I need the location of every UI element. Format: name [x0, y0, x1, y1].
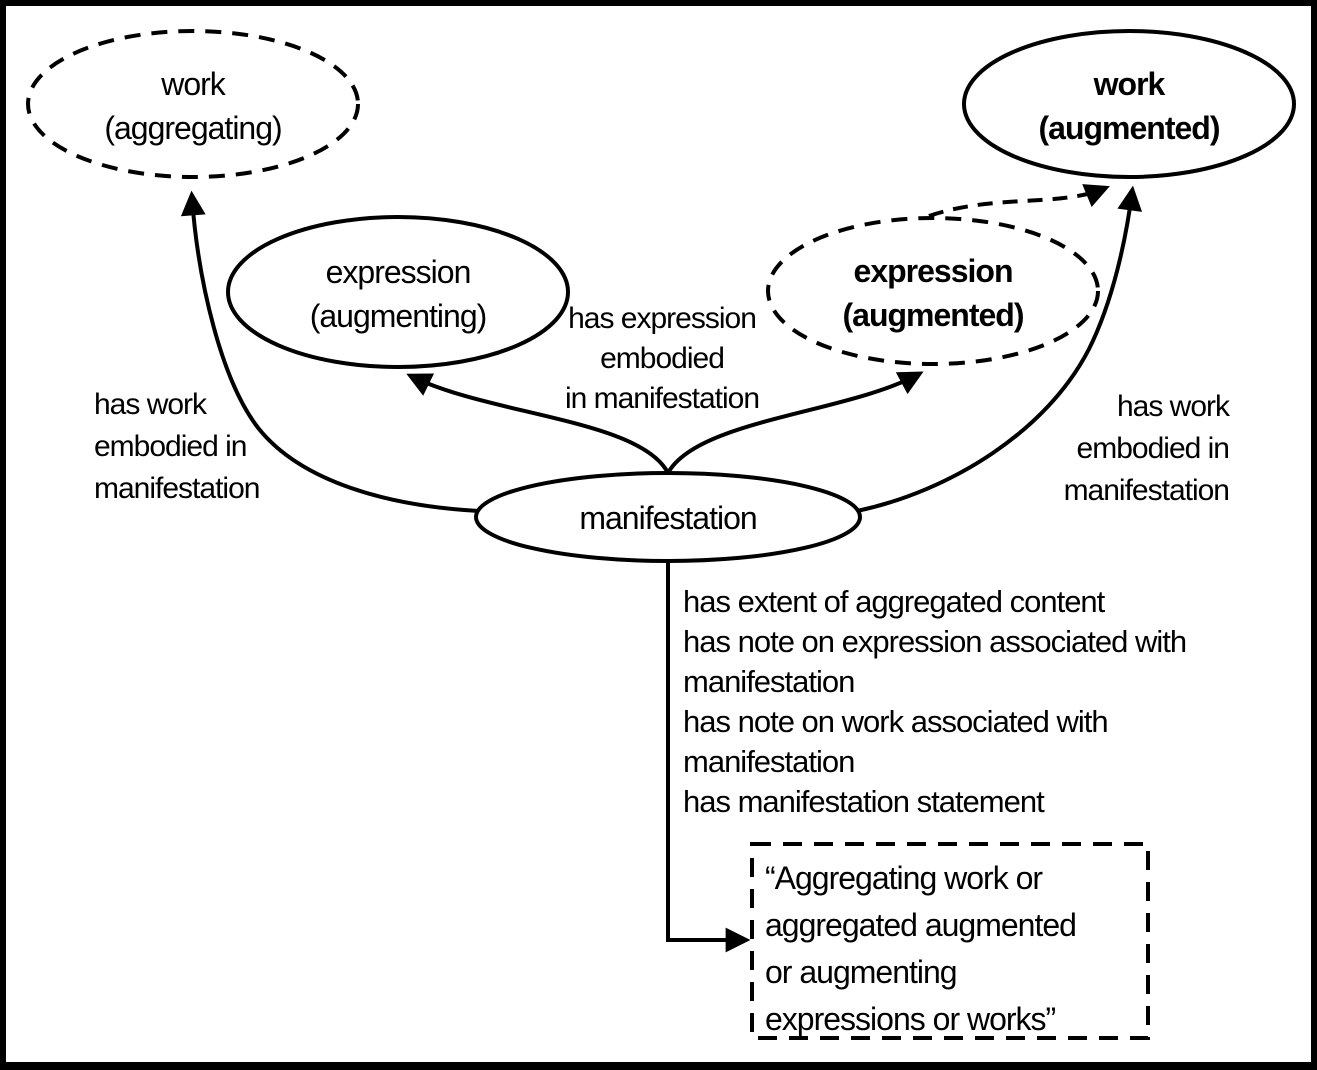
attribute-item: has manifestation statement: [683, 784, 1045, 819]
edge-manifestation-to-work-augmented: [856, 185, 1143, 513]
note-box: [750, 842, 1150, 1040]
expression-augmented-ellipse: [766, 216, 1100, 366]
expression-augmenting-label: expression (augmenting): [309, 254, 488, 334]
edge-label-left-has-work-embodied: has work embodied in manifestation: [94, 388, 260, 505]
edge-manifestation-to-expression-augmented: [666, 371, 924, 474]
edge-expression-augmented-to-work-augmented: [928, 184, 1110, 218]
edge-label-center-has-expression-embodied: has expression embodied in manifestation: [564, 302, 760, 415]
attribute-item: has extent of aggregated content: [683, 584, 1105, 619]
attribute-item: has note on work associated with manifes…: [683, 704, 1109, 779]
note-text: “Aggregating work or aggregated augmente…: [765, 860, 1077, 1037]
diagram-shapes: [26, 29, 1296, 1040]
work-augmented-label: work (augmented): [1038, 66, 1221, 146]
attribute-item: has note on expression associated with m…: [683, 624, 1187, 699]
manifestation-label: manifestation: [579, 500, 757, 536]
edge-manifestation-to-work-aggregating: [180, 190, 480, 513]
edge-manifestation-to-note: [666, 559, 751, 953]
edge-manifestation-to-expression-augmenting: [406, 373, 670, 474]
edge-label-right-has-work-embodied: has work embodied in manifestation: [1063, 390, 1230, 507]
manifestation-attribute-list: has extent of aggregated content has not…: [683, 582, 1283, 822]
expression-augmenting-ellipse: [226, 215, 570, 369]
expression-augmented-label: expression (augmented): [842, 253, 1025, 333]
work-aggregating-label: work (aggregating): [104, 66, 282, 146]
work-augmented-ellipse: [962, 29, 1296, 179]
work-aggregating-ellipse: [26, 29, 360, 179]
